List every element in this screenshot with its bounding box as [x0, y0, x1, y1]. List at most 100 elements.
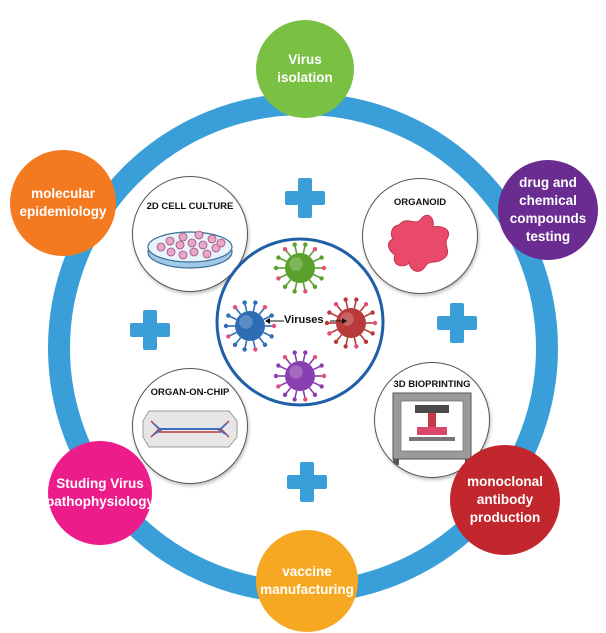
- app-label-line: compounds: [509, 211, 587, 226]
- organ-chip-icon: [142, 410, 238, 448]
- plus-icon-top: [285, 178, 325, 218]
- virus-spike-tip: [282, 355, 288, 360]
- app-virus-isolation-label: Virus isolation: [256, 51, 354, 87]
- virus-spike-tip: [312, 284, 318, 289]
- virus-spike-tip: [324, 320, 330, 326]
- center-viruses-label: Viruses: [284, 314, 324, 326]
- virus-spike-tip: [319, 255, 324, 260]
- virus-spike-tip: [327, 331, 332, 336]
- virus-spike-tip: [242, 300, 247, 305]
- app-label-line: epidemiology: [19, 204, 107, 219]
- virus-spike-tip: [232, 342, 238, 347]
- app-label-line: antibody: [476, 491, 534, 507]
- virus-spike-tip: [312, 355, 318, 360]
- virus-spike-tip: [276, 255, 281, 260]
- organoid-icon: [388, 214, 449, 272]
- virus-blue-icon: [223, 300, 277, 352]
- virus-spike-tip: [282, 247, 288, 252]
- virus-spike-tip: [312, 247, 318, 252]
- virus-spike-tip: [276, 384, 281, 389]
- panel-2d-cell-culture: 2D CELL CULTURE: [132, 176, 248, 292]
- virus-spike-tip: [354, 297, 359, 302]
- virus-highlight: [239, 315, 253, 329]
- virus-highlight: [289, 365, 303, 379]
- virus-spike-tip: [303, 350, 308, 355]
- app-label-line: production: [469, 510, 541, 526]
- app-label-line: testing: [525, 229, 571, 245]
- virus-spike-tip: [303, 397, 308, 402]
- app-label-line: Virus isolation: [277, 51, 333, 85]
- virus-spike-tip: [370, 331, 375, 336]
- virus-spike-tip: [271, 323, 277, 329]
- virus-spike-tip: [262, 305, 268, 310]
- virus-green-icon: [273, 242, 327, 294]
- virus-spike-tip: [321, 265, 327, 271]
- virus-spike-tip: [303, 289, 308, 294]
- virus-body: [336, 308, 366, 338]
- panel-3d-bioprinting-label: 3D BIOPRINTING: [393, 379, 471, 390]
- virus-spike-tip: [333, 339, 339, 344]
- virus-spike-tip: [312, 392, 318, 397]
- panel-organoid: ORGANOID: [362, 178, 478, 294]
- virus-body: [285, 253, 315, 283]
- app-label-line: Studing Virus: [56, 475, 144, 491]
- virus-spike-tip: [292, 397, 297, 402]
- virus-highlight: [289, 257, 303, 271]
- virus-spike-tip: [327, 310, 332, 315]
- virus-purple-icon: [273, 350, 327, 402]
- virus-spike-tip: [292, 289, 297, 294]
- app-antibody-production-label: monoclonal antibody production: [459, 473, 551, 528]
- virus-spike-tip: [232, 305, 238, 310]
- panel-organoid-label: ORGANOID: [393, 197, 447, 208]
- app-label-line: monoclonal: [467, 473, 543, 489]
- virus-spike-tip: [276, 276, 281, 281]
- plus-icon-right: [437, 303, 477, 343]
- virus-body: [235, 311, 265, 341]
- virus-spike-tip: [292, 350, 297, 355]
- virus-spike-tip: [319, 363, 324, 368]
- virus-spike-tip: [343, 344, 348, 349]
- virus-spike-tip: [223, 323, 229, 329]
- virus-spike-tip: [273, 373, 279, 379]
- virus-spike-tip: [343, 297, 348, 302]
- app-drug-testing: drug and chemical compounds testing: [498, 160, 598, 260]
- app-label-line: manufacturing: [260, 582, 354, 597]
- virus-spike-tip: [273, 265, 279, 271]
- virus-spike-tip: [276, 363, 281, 368]
- virus-spike-tip: [253, 347, 258, 352]
- app-label-line: drug and: [519, 174, 577, 190]
- app-drug-testing-label: drug and chemical compounds testing: [502, 174, 595, 247]
- petri-dish-icon: [147, 230, 233, 269]
- virus-spike-tip: [282, 392, 288, 397]
- panel-organ-on-chip: ORGAN-ON-CHIP: [132, 368, 248, 484]
- panel-organ-on-chip-label: ORGAN-ON-CHIP: [150, 387, 230, 398]
- app-virus-isolation: Virus isolation: [256, 20, 354, 118]
- virus-red-icon: [324, 297, 378, 349]
- virus-spike-tip: [370, 310, 375, 315]
- virus-spike-tip: [319, 276, 324, 281]
- plus-icon-bottom: [287, 462, 327, 502]
- virus-spike-tip: [262, 342, 268, 347]
- virus-spike-tip: [321, 373, 327, 379]
- app-label-line: chemical: [519, 192, 577, 208]
- virus-spike-tip: [319, 384, 324, 389]
- app-molecular-epidemiology-label: molecular epidemiology: [11, 185, 114, 221]
- virus-spike-tip: [269, 334, 274, 339]
- app-label-line: molecular: [31, 185, 95, 201]
- virus-spike-tip: [269, 313, 274, 318]
- virus-spike-tip: [363, 339, 369, 344]
- virus-spike-tip: [242, 347, 247, 352]
- virus-body: [285, 361, 315, 391]
- app-antibody-production: monoclonal antibody production: [450, 445, 560, 555]
- virus-spike-tip: [226, 334, 231, 339]
- virus-spike-tip: [282, 284, 288, 289]
- app-molecular-epidemiology: molecular epidemiology: [10, 150, 116, 256]
- panel-2d-cell-culture-label: 2D CELL CULTURE: [146, 201, 234, 212]
- plus-icon-left: [130, 310, 170, 350]
- virus-spike-tip: [226, 313, 231, 318]
